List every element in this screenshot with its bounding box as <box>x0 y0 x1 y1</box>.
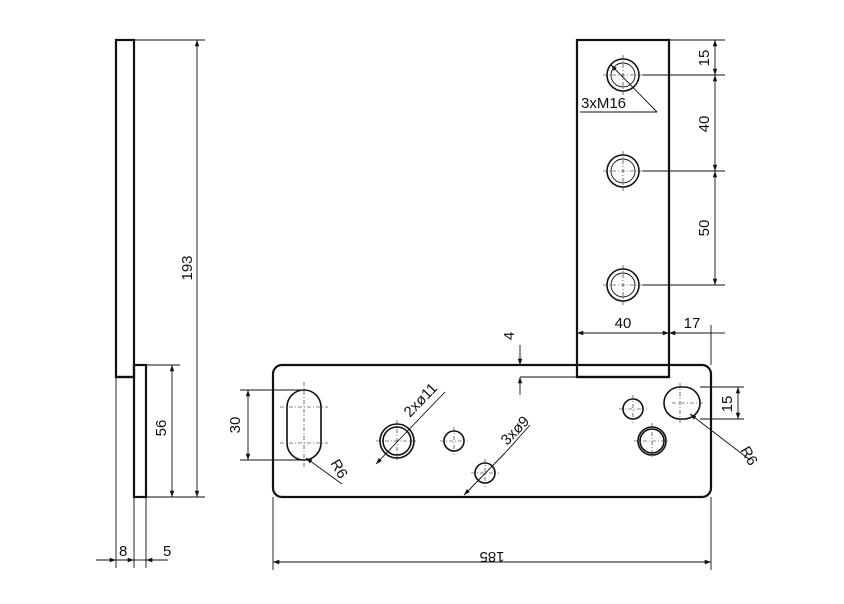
dim-3xM16: 3xM16 <box>581 95 626 112</box>
dim-30: 30 <box>227 417 244 434</box>
arm-view: 3xM16 15 40 50 40 17 4 <box>501 38 725 395</box>
side-plate-upper <box>114 38 136 379</box>
dim-40-vertical: 40 <box>696 116 713 133</box>
dim-r6-left: R6 <box>327 457 351 482</box>
arm-plate <box>575 38 671 379</box>
dim-r6-right: R6 <box>737 444 761 469</box>
dim-50: 50 <box>696 220 713 237</box>
dim-5: 5 <box>163 543 171 560</box>
base-plate <box>271 363 713 499</box>
side-view: 193 56 8 5 <box>96 38 205 568</box>
dim-193: 193 <box>179 255 196 280</box>
dim-8: 8 <box>119 543 127 560</box>
dim-15-top: 15 <box>696 50 713 67</box>
dim-3x9: 3xø9 <box>498 413 533 449</box>
dim-15-base: 15 <box>719 396 736 413</box>
dim-56: 56 <box>153 420 170 437</box>
dim-185: 185 <box>479 548 504 565</box>
dim-40-width: 40 <box>615 315 632 332</box>
dim-17: 17 <box>684 315 701 332</box>
side-plate-lower <box>132 363 148 499</box>
dim-4: 4 <box>501 332 518 340</box>
base-plate-view: 30 R6 2xø11 3xø9 1 <box>227 363 761 570</box>
dim-2x11: 2xø11 <box>401 380 441 421</box>
